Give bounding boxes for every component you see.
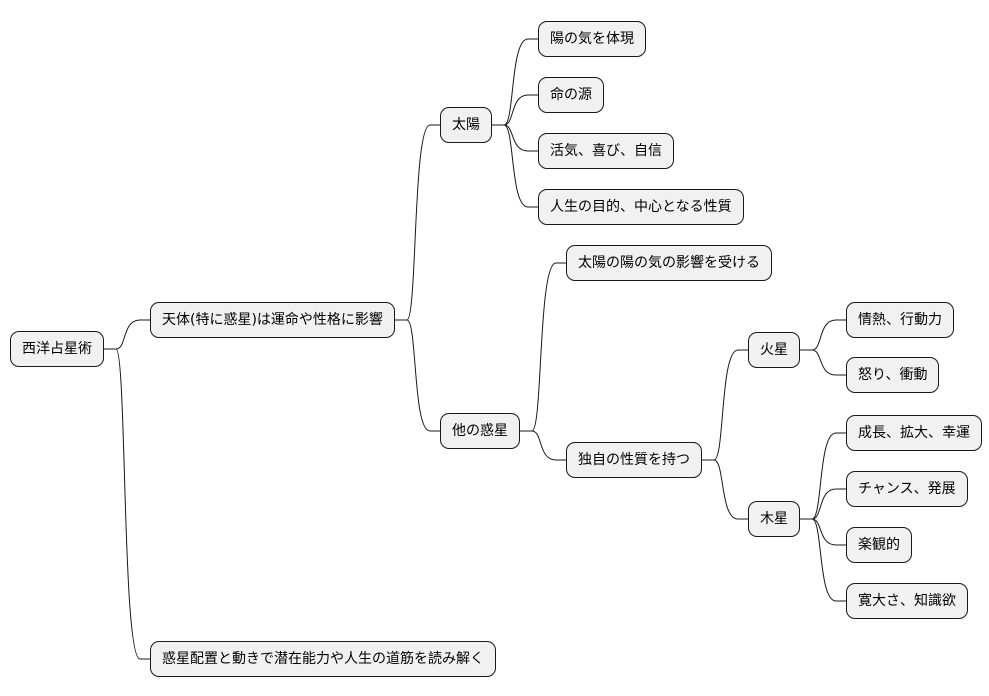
connector-line	[492, 124, 538, 152]
node-receive-sun-influence: 太陽の陽の気の影響を受ける	[566, 245, 772, 281]
connector-line	[394, 319, 440, 432]
connector-line	[104, 319, 150, 350]
node-sun-item: 命の源	[538, 77, 604, 113]
connector-line	[702, 349, 748, 461]
connector-line	[394, 124, 440, 321]
node-mars-item: 怒り、衝動	[846, 357, 940, 393]
node-other-planets: 他の惑星	[440, 413, 520, 449]
node-jupiter-item: 楽観的	[846, 527, 912, 563]
connector-line	[520, 430, 566, 461]
connector-line	[800, 488, 846, 520]
connector-line	[800, 518, 846, 546]
node-sun-item: 人生の目的、中心となる性質	[538, 189, 744, 225]
connector-line	[702, 459, 748, 520]
connector-line	[492, 124, 538, 208]
connector-line	[800, 319, 846, 351]
connector-line	[492, 94, 538, 126]
node-jupiter-item: 成長、拡大、幸運	[846, 415, 982, 451]
node-jupiter: 木星	[748, 501, 800, 537]
node-jupiter-item: チャンス、発展	[846, 471, 968, 507]
node-celestial-influence: 天体(特に惑星)は運命や性格に影響	[150, 302, 395, 338]
node-sun-item: 活気、喜び、自信	[538, 133, 674, 169]
connector-line	[800, 349, 846, 376]
connector-line	[520, 262, 566, 432]
connector-line	[800, 518, 846, 602]
node-unique-nature: 独自の性質を持つ	[566, 442, 702, 478]
node-reading-planets: 惑星配置と動きで潜在能力や人生の道筋を読み解く	[150, 641, 496, 677]
node-sun: 太陽	[440, 107, 492, 143]
node-sun-item: 陽の気を体現	[538, 21, 646, 57]
node-mars: 火星	[748, 332, 800, 368]
connector-line	[800, 432, 846, 520]
node-mars-item: 情熱、行動力	[846, 302, 954, 338]
connector-line	[492, 38, 538, 126]
connector-line	[104, 348, 150, 660]
node-root: 西洋占星術	[10, 331, 104, 367]
node-jupiter-item: 寛大さ、知識欲	[846, 583, 968, 619]
